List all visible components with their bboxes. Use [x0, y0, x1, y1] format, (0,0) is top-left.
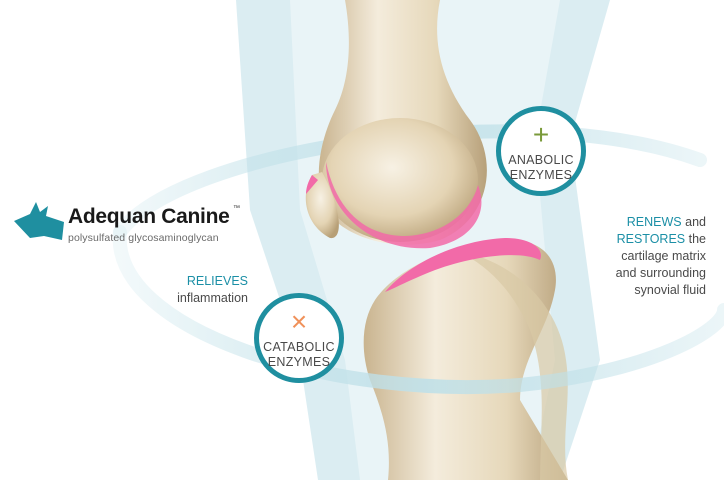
brand-tagline: polysulfated glycosaminoglycan [68, 232, 219, 244]
catabolic-line2: ENZYMES [268, 355, 331, 369]
plus-icon: + [501, 121, 581, 149]
renews-caption: RENEWS and RESTORES the cartilage matrix… [594, 214, 706, 299]
renews-line5: synovial fluid [634, 283, 706, 297]
renews-and: and [685, 215, 706, 229]
cross-icon: × [259, 308, 339, 336]
renews-keyword: RENEWS [627, 215, 682, 229]
restores-keyword: RESTORES [617, 232, 686, 246]
renews-line3: cartilage matrix [621, 249, 706, 263]
brand-name: Adequan Canine [68, 205, 229, 229]
relieves-caption: RELIEVES inflammation [150, 273, 248, 307]
dog-head-icon [14, 202, 64, 240]
renews-the: the [689, 232, 706, 246]
anabolic-enzymes-badge: + ANABOLIC ENZYMES [496, 106, 586, 196]
renews-line4: and surrounding [616, 266, 706, 280]
anabolic-label: ANABOLIC ENZYMES [501, 153, 581, 183]
catabolic-enzymes-badge: × CATABOLIC ENZYMES [254, 293, 344, 383]
relieves-keyword: RELIEVES [187, 274, 248, 288]
catabolic-line1: CATABOLIC [263, 340, 335, 354]
anabolic-line2: ENZYMES [510, 168, 573, 182]
catabolic-label: CATABOLIC ENZYMES [259, 340, 339, 370]
relieves-rest: inflammation [177, 291, 248, 305]
anabolic-line1: ANABOLIC [508, 153, 574, 167]
brand-trademark: ™ [233, 205, 240, 212]
